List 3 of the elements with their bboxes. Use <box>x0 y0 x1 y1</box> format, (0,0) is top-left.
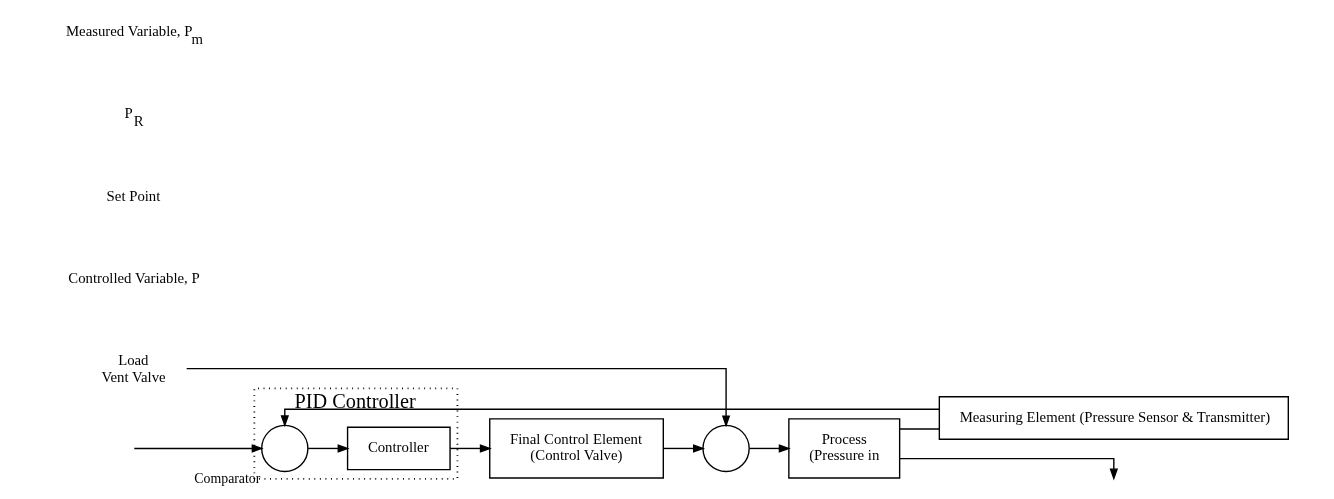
label: Controlled Variable, P <box>68 270 200 287</box>
node-text: Load Vent Valve <box>101 352 166 385</box>
label: Set Point <box>106 187 161 204</box>
